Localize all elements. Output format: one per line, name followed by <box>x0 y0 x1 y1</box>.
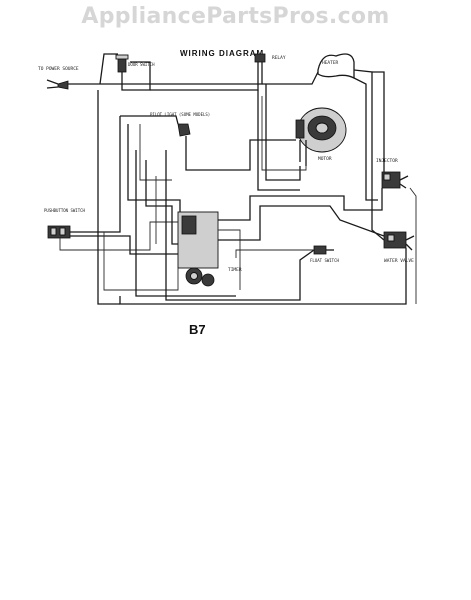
heater-icon <box>317 53 355 80</box>
float-switch-icon <box>313 245 334 255</box>
injector-icon <box>381 171 409 189</box>
door-switch-label: DOOR SWITCH <box>128 62 155 67</box>
diagram-code: B7 <box>189 322 206 337</box>
power-lead-wire <box>68 53 120 85</box>
timer-label: TIMER <box>228 267 242 273</box>
door-switch-icon <box>115 54 129 73</box>
water-valve-label: WATER VALVE <box>384 258 414 264</box>
relay-label: RELAY <box>272 55 286 61</box>
water-valve-icon <box>383 231 415 251</box>
float-switch-label: FLOAT SWITCH <box>310 258 339 263</box>
motor-icon <box>295 107 347 166</box>
injector-label: INJECTOR <box>376 158 398 164</box>
pushbutton-switch-icon <box>47 225 71 239</box>
power-plug-icon <box>46 79 69 90</box>
relay-icon <box>254 53 266 72</box>
wiring-harness <box>59 69 417 305</box>
diagram-title: WIRING DIAGRAM <box>180 49 264 58</box>
timer-icon <box>177 211 219 287</box>
pilot-light-icon <box>177 123 191 137</box>
motor-label: MOTOR <box>318 156 332 162</box>
heater-label: HEATER <box>322 60 339 66</box>
pushbutton-switch-label: PUSHBUTTON SWITCH <box>44 208 86 213</box>
watermark-text: AppliancePartsPros.com <box>81 4 390 29</box>
power-source-label: TO POWER SOURCE <box>38 66 79 72</box>
pilot-light-label: PILOT LIGHT (SOME MODELS) <box>150 112 210 117</box>
